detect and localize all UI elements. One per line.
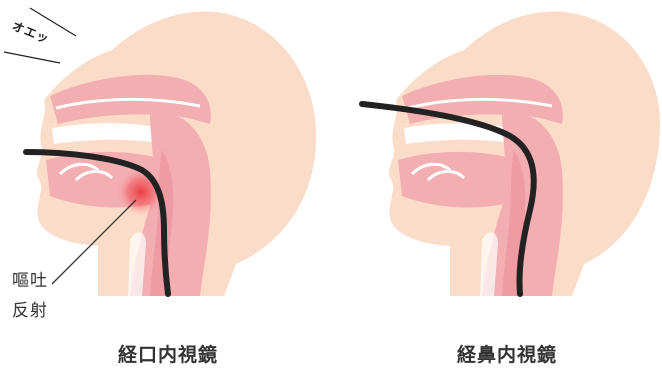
sound-line-lower xyxy=(4,52,60,63)
reflex-label-line1: 嘔吐 xyxy=(12,266,48,291)
nasal-endoscopy-figure xyxy=(362,12,660,296)
nasal-endoscopy-caption: 経鼻内視鏡 xyxy=(457,340,557,367)
oral-endoscopy-caption: 経口内視鏡 xyxy=(118,340,218,367)
reflex-label-line2: 反射 xyxy=(12,296,48,321)
oral-endoscopy-figure xyxy=(4,8,316,296)
